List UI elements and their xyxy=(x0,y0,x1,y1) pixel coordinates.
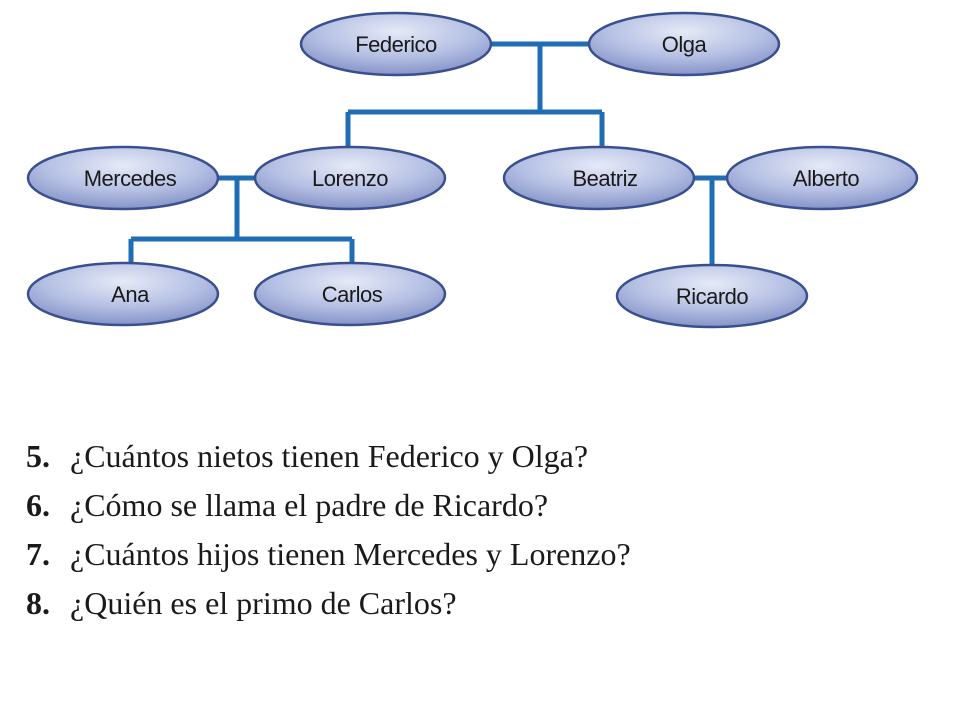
node-label-alberto: Alberto xyxy=(793,166,859,191)
node-olga: Olga xyxy=(587,11,781,77)
question-number: 7. xyxy=(26,536,50,572)
node-label-federico: Federico xyxy=(355,32,437,57)
question-text: ¿Cuántos nietos tienen Federico y Olga? xyxy=(70,438,589,474)
question-number: 5. xyxy=(26,438,50,474)
question-number: 8. xyxy=(26,585,50,621)
node-label-lorenzo: Lorenzo xyxy=(312,166,388,191)
question-item: 8. ¿Quién es el primo de Carlos? xyxy=(26,579,926,628)
question-number: 6. xyxy=(26,487,50,523)
node-ricardo: Ricardo xyxy=(615,263,809,329)
question-text: ¿Quién es el primo de Carlos? xyxy=(70,585,457,621)
node-ana: Ana xyxy=(26,261,220,327)
node-federico: Federico xyxy=(299,11,493,77)
node-label-ricardo: Ricardo xyxy=(676,284,749,309)
node-carlos: Carlos xyxy=(253,261,447,327)
question-text: ¿Cómo se llama el padre de Ricardo? xyxy=(70,487,549,523)
question-item: 7. ¿Cuántos hijos tienen Mercedes y Loren… xyxy=(26,530,926,579)
node-label-olga: Olga xyxy=(662,32,708,57)
node-label-carlos: Carlos xyxy=(322,282,383,307)
question-item: 5. ¿Cuántos nietos tienen Federico y Olga… xyxy=(26,432,926,481)
question-item: 6. ¿Cómo se llama el padre de Ricardo? xyxy=(26,481,926,530)
question-text: ¿Cuántos hijos tienen Mercedes y Lorenzo… xyxy=(70,536,631,572)
node-alberto: Alberto xyxy=(725,145,919,211)
tree-connectors xyxy=(128,41,730,266)
node-mercedes: Mercedes xyxy=(26,145,220,211)
node-lorenzo: Lorenzo xyxy=(253,145,447,211)
question-list: 5. ¿Cuántos nietos tienen Federico y Olga… xyxy=(26,432,926,628)
family-tree-diagram: Federico Olga Mercedes Lorenzo Beatriz A… xyxy=(26,11,919,329)
node-label-mercedes: Mercedes xyxy=(84,166,177,191)
node-label-beatriz: Beatriz xyxy=(573,166,638,191)
node-label-ana: Ana xyxy=(111,282,150,307)
node-beatriz: Beatriz xyxy=(502,145,696,211)
